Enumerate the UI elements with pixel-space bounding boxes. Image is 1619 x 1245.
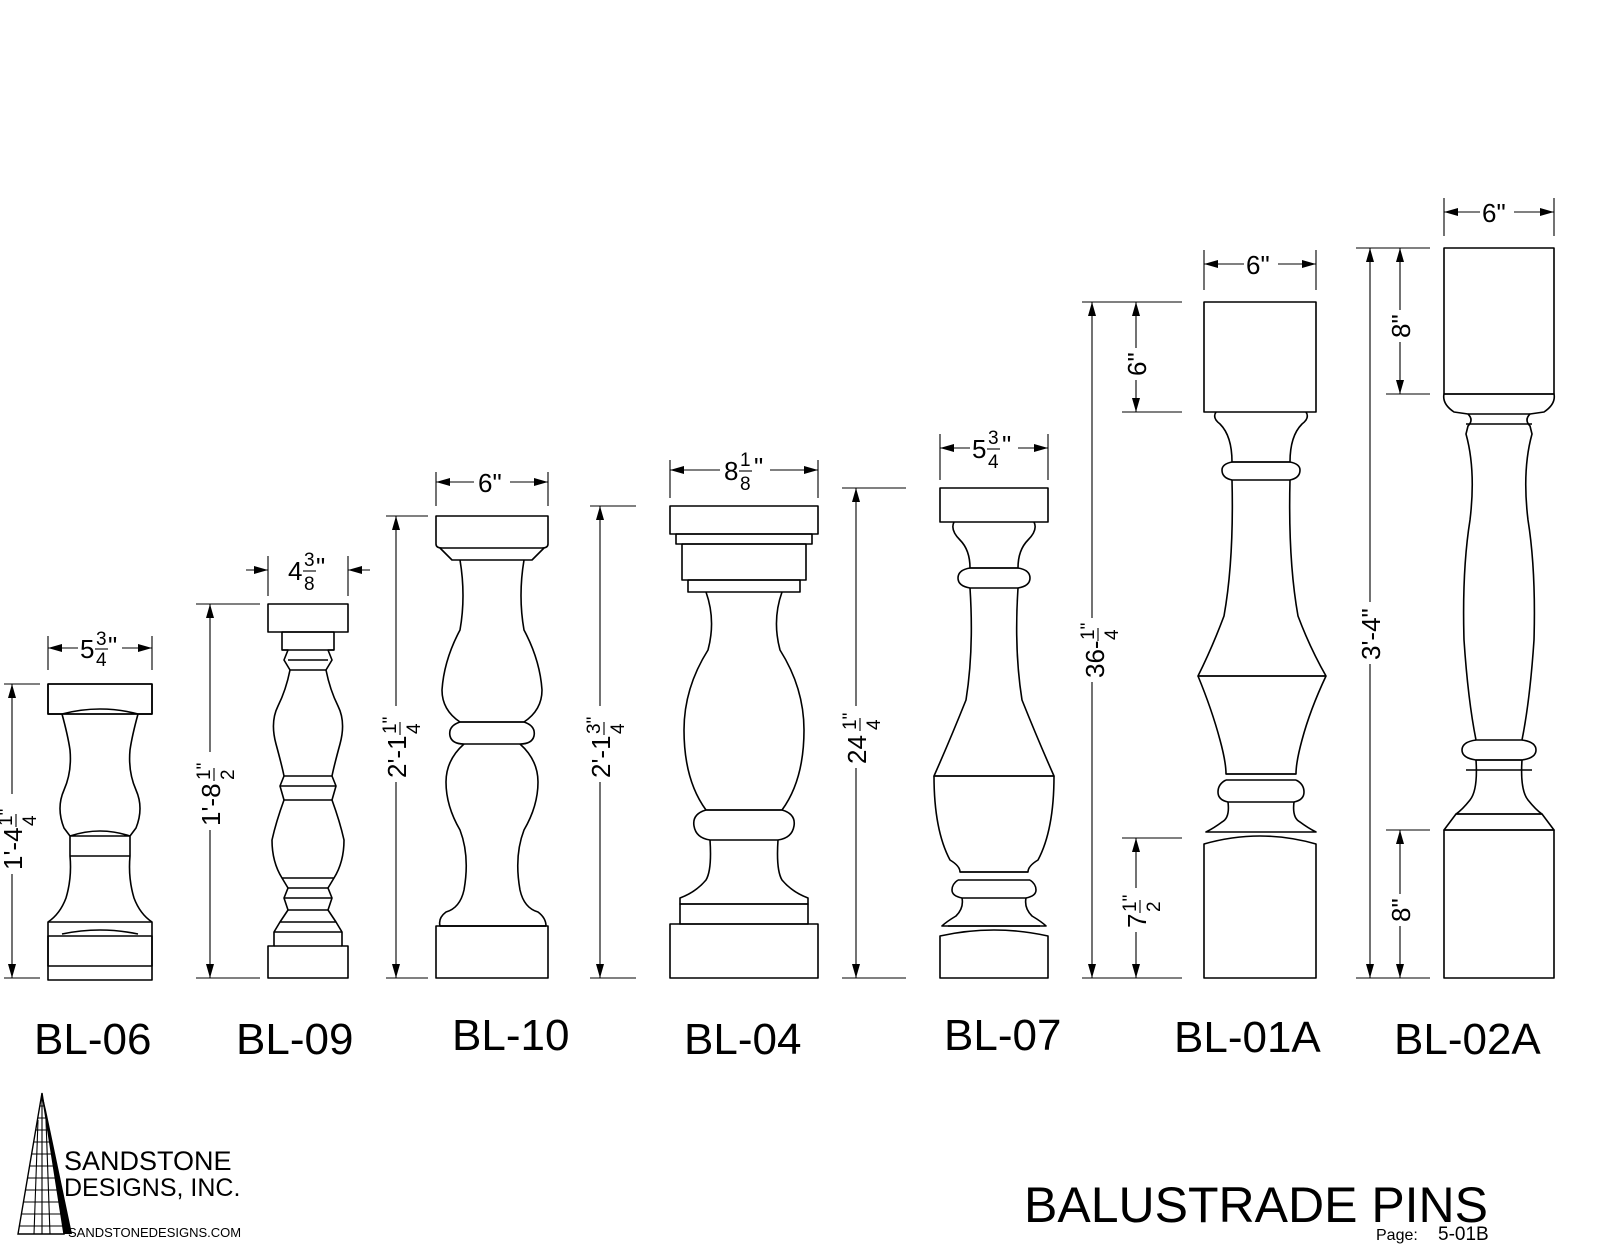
bl-07-outline: [952, 521, 1036, 569]
bl-01a-outline: [1213, 411, 1309, 463]
bl-07-width-label: 5 3 4 ": [970, 428, 1018, 474]
bl-10-name: BL-10: [452, 1011, 569, 1060]
svg-text:4: 4: [404, 723, 425, 734]
sheet-title: BALUSTRADE PINS: [1024, 1177, 1489, 1233]
logo-company-line1: SANDSTONE: [64, 1146, 232, 1176]
svg-text:5: 5: [972, 434, 986, 464]
svg-text:": ": [1002, 430, 1011, 460]
svg-text:4: 4: [608, 723, 629, 734]
bl-07-height-label: 24 1" 4: [838, 706, 885, 768]
bl-09-height-label: 1'-8 1" 2: [192, 752, 239, 830]
svg-text:1": 1": [380, 717, 401, 734]
svg-text:2: 2: [218, 769, 239, 780]
svg-text:8": 8": [1386, 898, 1416, 922]
svg-text:24: 24: [842, 735, 872, 764]
svg-text:3'-4": 3'-4": [1356, 608, 1386, 660]
svg-text:1: 1: [740, 450, 751, 471]
bl-10-width-label: 6": [474, 468, 510, 498]
svg-text:8: 8: [740, 474, 751, 495]
bl-04-width-label: 8 1 8 ": [720, 450, 770, 498]
bl-09-width-label: 4 3 8 ": [288, 550, 325, 595]
svg-text:4: 4: [864, 719, 885, 730]
svg-text:8": 8": [1386, 314, 1416, 338]
baluster-bl-01a: [1197, 301, 1327, 979]
baluster-bl-10: [435, 515, 549, 979]
page-label: Page:: [1376, 1227, 1418, 1244]
svg-text:4: 4: [20, 815, 41, 826]
bl-02a-name: BL-02A: [1394, 1015, 1541, 1064]
bl-02a-width-label: 6": [1482, 198, 1506, 228]
svg-text:36-: 36-: [1080, 640, 1110, 678]
svg-text:1": 1": [0, 809, 17, 826]
bl-06-outline: [47, 683, 153, 967]
svg-text:1'-4: 1'-4: [0, 827, 28, 870]
bl-06-name: BL-06: [34, 1015, 151, 1064]
bl-07-name: BL-07: [944, 1011, 1061, 1060]
svg-text:": ": [316, 552, 325, 582]
svg-text:2: 2: [1144, 901, 1165, 912]
svg-text:3: 3: [304, 550, 315, 571]
bl-10-outline: [441, 559, 543, 723]
baluster-bl-06: [47, 683, 153, 981]
baluster-bl-07: [933, 487, 1055, 979]
svg-text:4: 4: [1102, 629, 1123, 640]
bl-02a-bottom-block-label: 8": [1386, 894, 1418, 926]
baluster-bl-02a: [1442, 247, 1556, 979]
svg-text:5: 5: [80, 634, 94, 664]
bl-01a-bottom-block-label: 7 1" 2: [1118, 888, 1165, 932]
svg-text:8: 8: [304, 574, 315, 595]
bl-06-height-label: 1'-4 1" 4: [0, 794, 41, 874]
dimensions: [4, 198, 1555, 979]
svg-text:": ": [754, 452, 763, 482]
svg-text:2'-1: 2'-1: [586, 735, 616, 778]
svg-text:6": 6": [1122, 352, 1152, 376]
logo-website: SANDSTONEDESIGNS.COM: [68, 1225, 242, 1240]
svg-text:6": 6": [1246, 250, 1270, 280]
svg-text:3: 3: [96, 629, 107, 650]
bl-02a-outline: [1442, 393, 1556, 741]
svg-text:3": 3": [584, 717, 605, 734]
svg-text:8: 8: [724, 456, 738, 486]
svg-text:1": 1": [840, 713, 861, 730]
baluster-bl-04: [669, 505, 819, 979]
bl-06-width-label: 5 3 4 ": [78, 626, 122, 672]
bl-04-name: BL-04: [684, 1015, 801, 1064]
svg-text:2'-1: 2'-1: [382, 735, 412, 778]
bl-02a-height-label: 3'-4": [1356, 602, 1388, 664]
svg-text:4: 4: [288, 556, 302, 586]
bl-04-outline: [683, 591, 805, 811]
svg-text:1": 1": [1120, 895, 1141, 912]
page-number: 5-01B: [1438, 1224, 1489, 1245]
svg-text:3: 3: [988, 428, 999, 449]
bl-01a-width-label: 6": [1246, 250, 1270, 280]
bl-02a-top-block-label: 8": [1386, 310, 1418, 342]
svg-text:1'-8: 1'-8: [196, 783, 226, 826]
svg-text:6": 6": [478, 468, 502, 498]
svg-text:": ": [108, 631, 117, 661]
bl-09-name: BL-09: [236, 1015, 353, 1064]
bl-10-top-cap: [435, 515, 549, 549]
svg-text:7: 7: [1122, 914, 1152, 928]
bl-04-height-label: 2'-1 3" 4: [582, 706, 629, 782]
bl-01a-top-block-label: 6": [1122, 348, 1154, 380]
svg-text:4: 4: [96, 650, 107, 671]
svg-text:1": 1": [1078, 623, 1099, 640]
svg-text:1": 1": [194, 763, 215, 780]
bl-09-outline: [267, 631, 349, 979]
svg-text:6": 6": [1482, 198, 1506, 228]
logo-company-line2: DESIGNS, INC.: [64, 1174, 241, 1202]
bl-01a-name: BL-01A: [1174, 1013, 1321, 1062]
baluster-bl-09: [267, 603, 349, 979]
sandstone-pyramid-logo-icon: [17, 1092, 72, 1235]
bl-01a-height-label: 36- 1" 4: [1076, 618, 1123, 682]
svg-text:4: 4: [988, 452, 999, 473]
bl-10-height-label: 2'-1 1" 4: [378, 706, 425, 782]
